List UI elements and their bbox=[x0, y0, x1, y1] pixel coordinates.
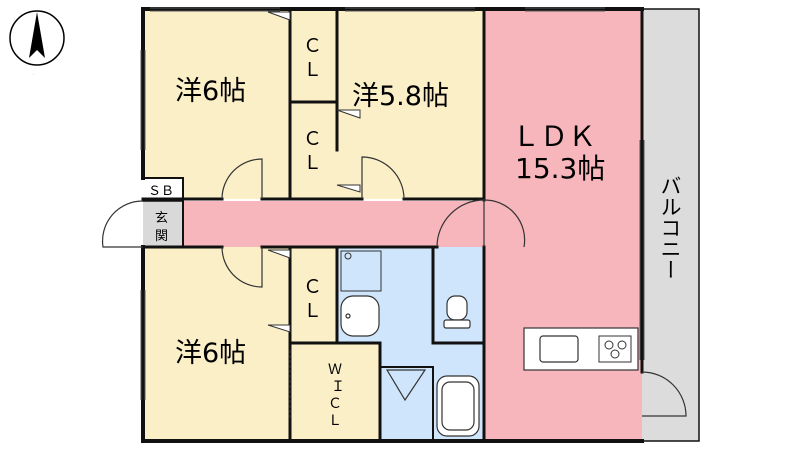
closet-door-marks bbox=[267, 11, 361, 420]
wic-label-w: Ｗ bbox=[328, 362, 342, 378]
entrance-label-1: 玄 bbox=[155, 211, 168, 226]
closet-2-floor bbox=[290, 102, 337, 199]
bedroom-west-bottom-floor bbox=[143, 247, 290, 441]
windows bbox=[140, 7, 645, 400]
room-label-north-middle: 洋5.8帖 bbox=[352, 81, 449, 112]
closet-3-floor bbox=[290, 247, 337, 343]
ldk-size-label: 15.3帖 bbox=[515, 152, 605, 185]
closet-1-label-l: Ｌ bbox=[303, 59, 322, 81]
wic-label-l: Ｌ bbox=[328, 413, 342, 429]
door-swings bbox=[101, 156, 687, 417]
closet-2-label-l: Ｌ bbox=[303, 152, 322, 174]
washing-machine-icon bbox=[340, 250, 382, 292]
wic-floor bbox=[290, 343, 380, 441]
room-label-west-bottom: 洋6帖 bbox=[175, 338, 246, 369]
closet-1-floor bbox=[290, 9, 337, 102]
entrance-floor bbox=[143, 201, 183, 247]
entrance-label-2: 関 bbox=[155, 229, 168, 244]
bathtub-icon bbox=[436, 375, 480, 437]
shoe-box-label: ＳＢ bbox=[148, 184, 174, 199]
north-arrow-icon bbox=[9, 10, 65, 66]
closet-3-label-l: Ｌ bbox=[303, 300, 322, 322]
wic-label-i: Ｉ bbox=[331, 379, 345, 395]
toilet-icon bbox=[443, 295, 471, 329]
closet-2-label-c: Ｃ bbox=[303, 128, 322, 150]
closet-1-label-c: Ｃ bbox=[303, 35, 322, 57]
hallway-floor bbox=[183, 201, 484, 247]
stove-icon bbox=[598, 335, 632, 363]
washbasin-icon bbox=[340, 295, 380, 337]
ldk-label: ＬＤＫ bbox=[512, 120, 596, 153]
wic-label-c: Ｃ bbox=[328, 396, 342, 412]
closet-3-label-c: Ｃ bbox=[303, 276, 322, 298]
balcony-label: バルコニー bbox=[658, 175, 682, 280]
walls bbox=[141, 7, 700, 443]
bedroom-west-top-floor bbox=[143, 9, 290, 199]
compass-label: N bbox=[33, 74, 34, 76]
balcony-floor bbox=[642, 9, 699, 441]
shoe-box-floor bbox=[143, 178, 183, 201]
ldk-floor bbox=[484, 9, 642, 441]
room-label-west-top: 洋6帖 bbox=[175, 76, 246, 107]
